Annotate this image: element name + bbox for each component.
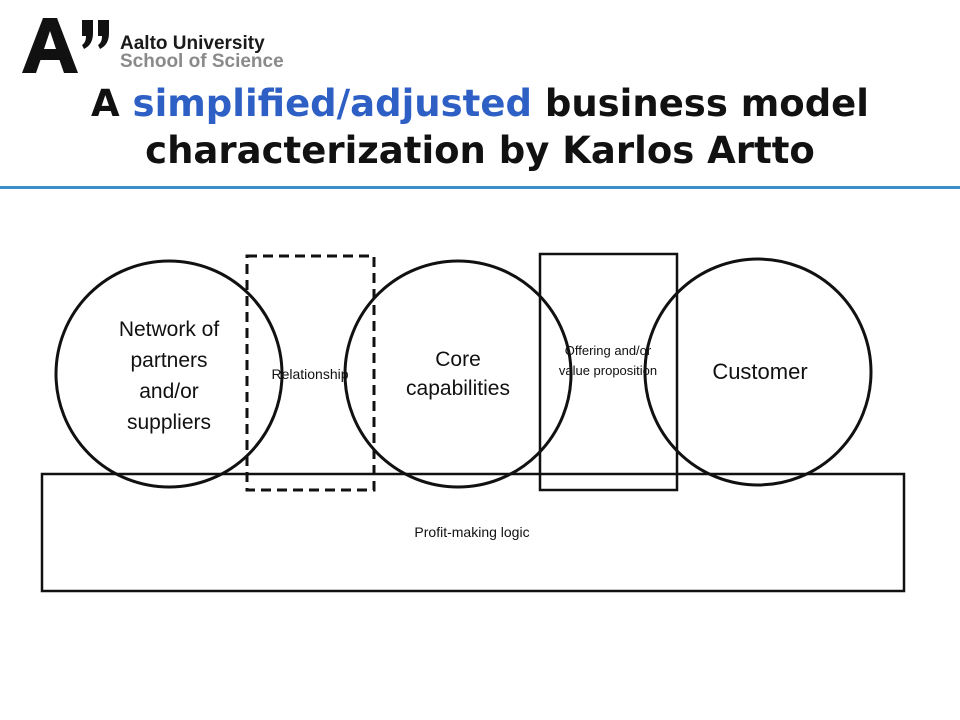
title-prefix: A bbox=[91, 82, 133, 125]
core-capabilities-circle bbox=[343, 259, 573, 489]
relationship-label: Relationship bbox=[271, 366, 349, 382]
title-line-2: characterization by Karlos Artto bbox=[145, 129, 815, 172]
network-circle bbox=[54, 259, 284, 489]
slide-title: A simplified/adjusted business model cha… bbox=[0, 80, 960, 174]
customer-label: Customer bbox=[712, 359, 808, 384]
aalto-a-logo-icon bbox=[22, 18, 109, 73]
title-divider bbox=[0, 186, 960, 189]
offering-box bbox=[538, 252, 679, 492]
title-highlight: simplified/adjusted bbox=[132, 82, 532, 125]
customer-circle bbox=[643, 257, 873, 487]
profit-logic-label: Profit-making logic bbox=[414, 524, 530, 540]
title-rest: business model bbox=[531, 82, 869, 125]
logo-university-name: Aalto University bbox=[120, 33, 265, 54]
logo-school-name: School of Science bbox=[120, 51, 284, 72]
profit-logic-box bbox=[40, 472, 906, 593]
title-line-1: A simplified/adjusted business model bbox=[0, 80, 960, 127]
offering-label: Offering and/or value proposition bbox=[558, 343, 658, 378]
core-capabilities-label: Core capabilities bbox=[406, 348, 510, 400]
relationship-box bbox=[245, 254, 376, 492]
aalto-logo: Aalto University School of Science bbox=[22, 18, 292, 74]
network-label: Network of partners and/or suppliers bbox=[118, 318, 220, 434]
